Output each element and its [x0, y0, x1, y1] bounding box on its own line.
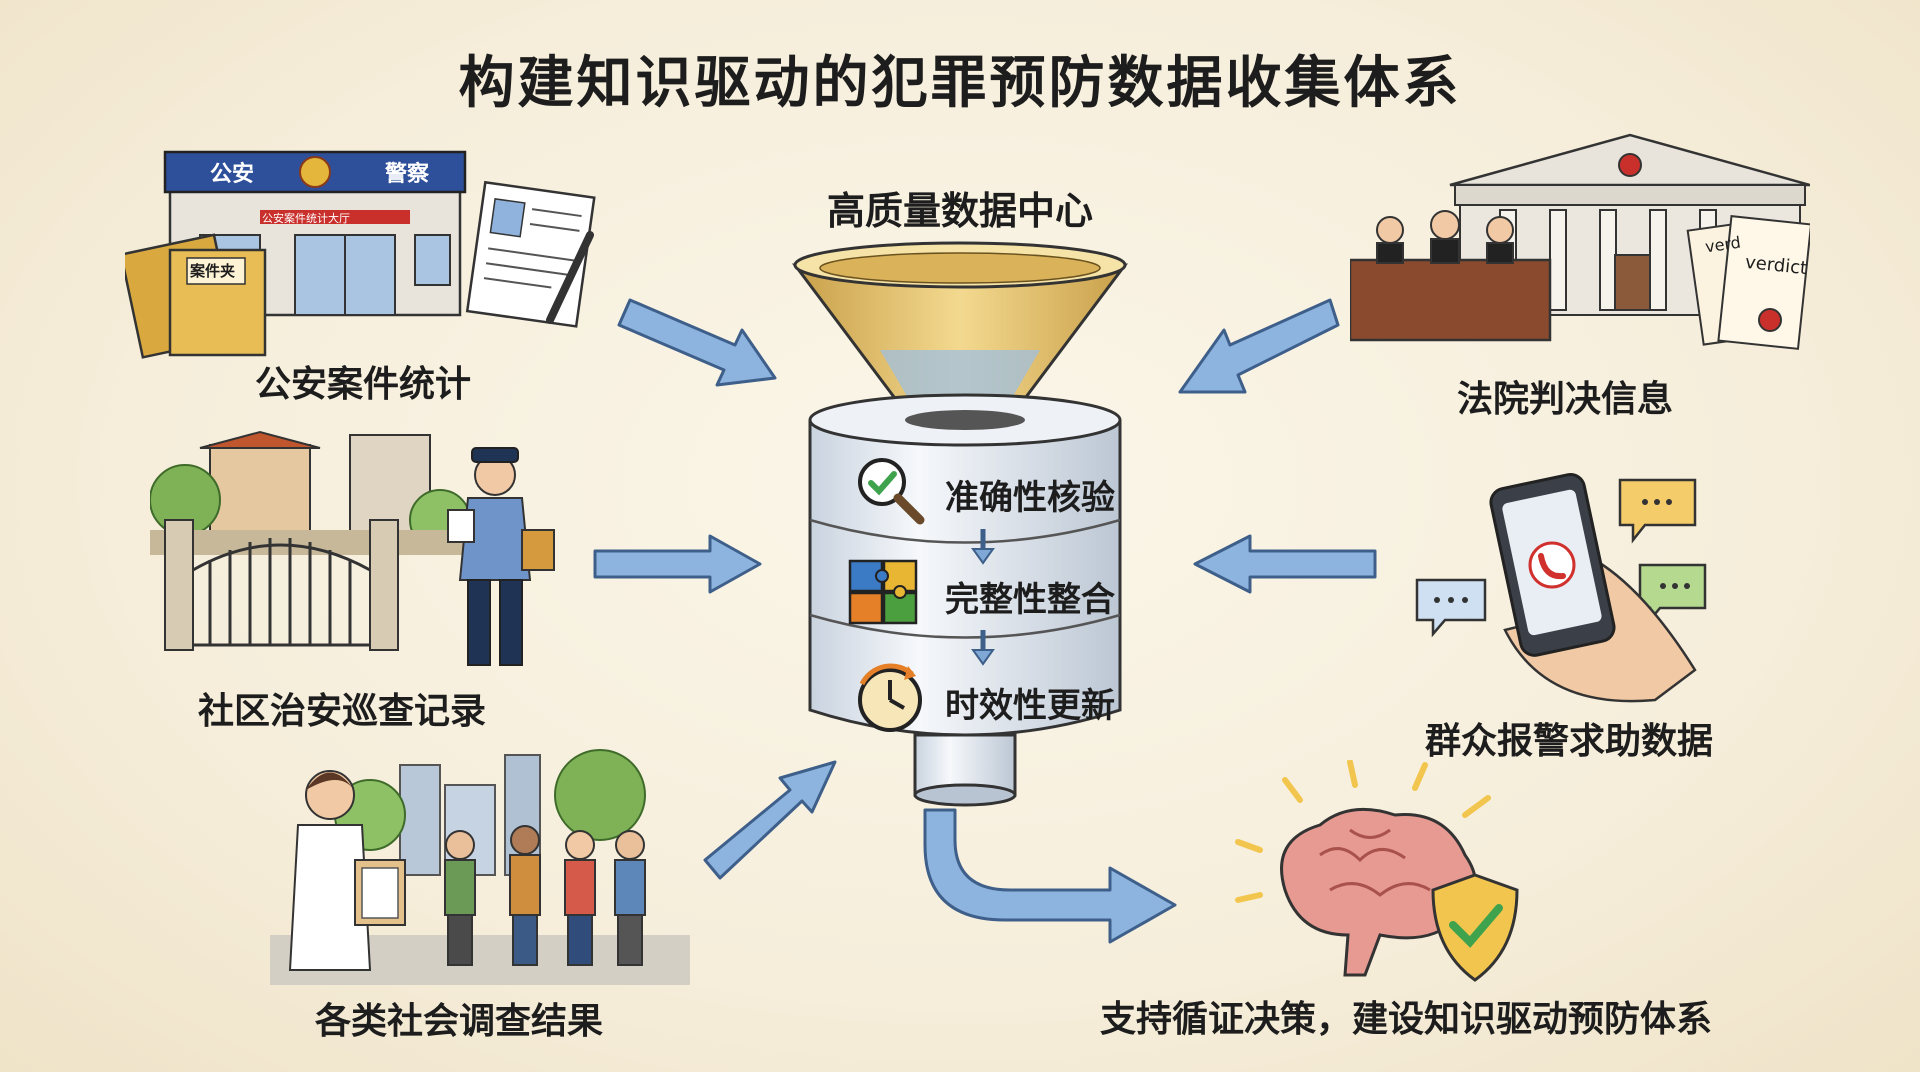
police-banner: 公安案件统计大厅 [262, 212, 350, 225]
brain-icon [1235, 760, 1491, 977]
patrol-label: 社区治安巡查记录 [198, 691, 487, 732]
survey-label: 各类社会调查结果 [315, 1001, 604, 1042]
police-sign-right: 警察 [385, 162, 430, 187]
step-timeliness: 时效性更新 [945, 686, 1115, 726]
police-station-illustration [125, 150, 596, 359]
clock-refresh-icon [858, 663, 922, 732]
data-hub-funnel [792, 241, 1128, 427]
court-label: 法院判决信息 [1457, 379, 1674, 420]
patrol-illustration [150, 430, 555, 666]
step-integrity: 完整性整合 [945, 580, 1115, 620]
court-illustration [1350, 133, 1810, 350]
case-folder-label: 案件夹 [190, 262, 236, 280]
outcome-label: 支持循证决策，建设知识驱动预防体系 [1100, 999, 1713, 1040]
step-arrow-1 [971, 529, 995, 565]
chat-bubble-icon [1415, 478, 1707, 638]
shield-check-icon [1431, 873, 1519, 982]
hotline-illustration [1415, 472, 1707, 703]
survey-illustration [270, 749, 690, 985]
step-accuracy: 准确性核验 [945, 478, 1115, 518]
hotline-label: 群众报警求助数据 [1425, 721, 1714, 762]
puzzle-icon [848, 559, 918, 625]
magnifier-check-icon [858, 458, 925, 525]
police-label: 公安案件统计 [255, 364, 472, 405]
page-title: 构建知识驱动的犯罪预防数据收集体系 [458, 51, 1462, 116]
step-arrow-2 [971, 630, 995, 666]
hub-label: 高质量数据中心 [826, 189, 1093, 233]
police-sign-left: 公安 [210, 162, 255, 187]
